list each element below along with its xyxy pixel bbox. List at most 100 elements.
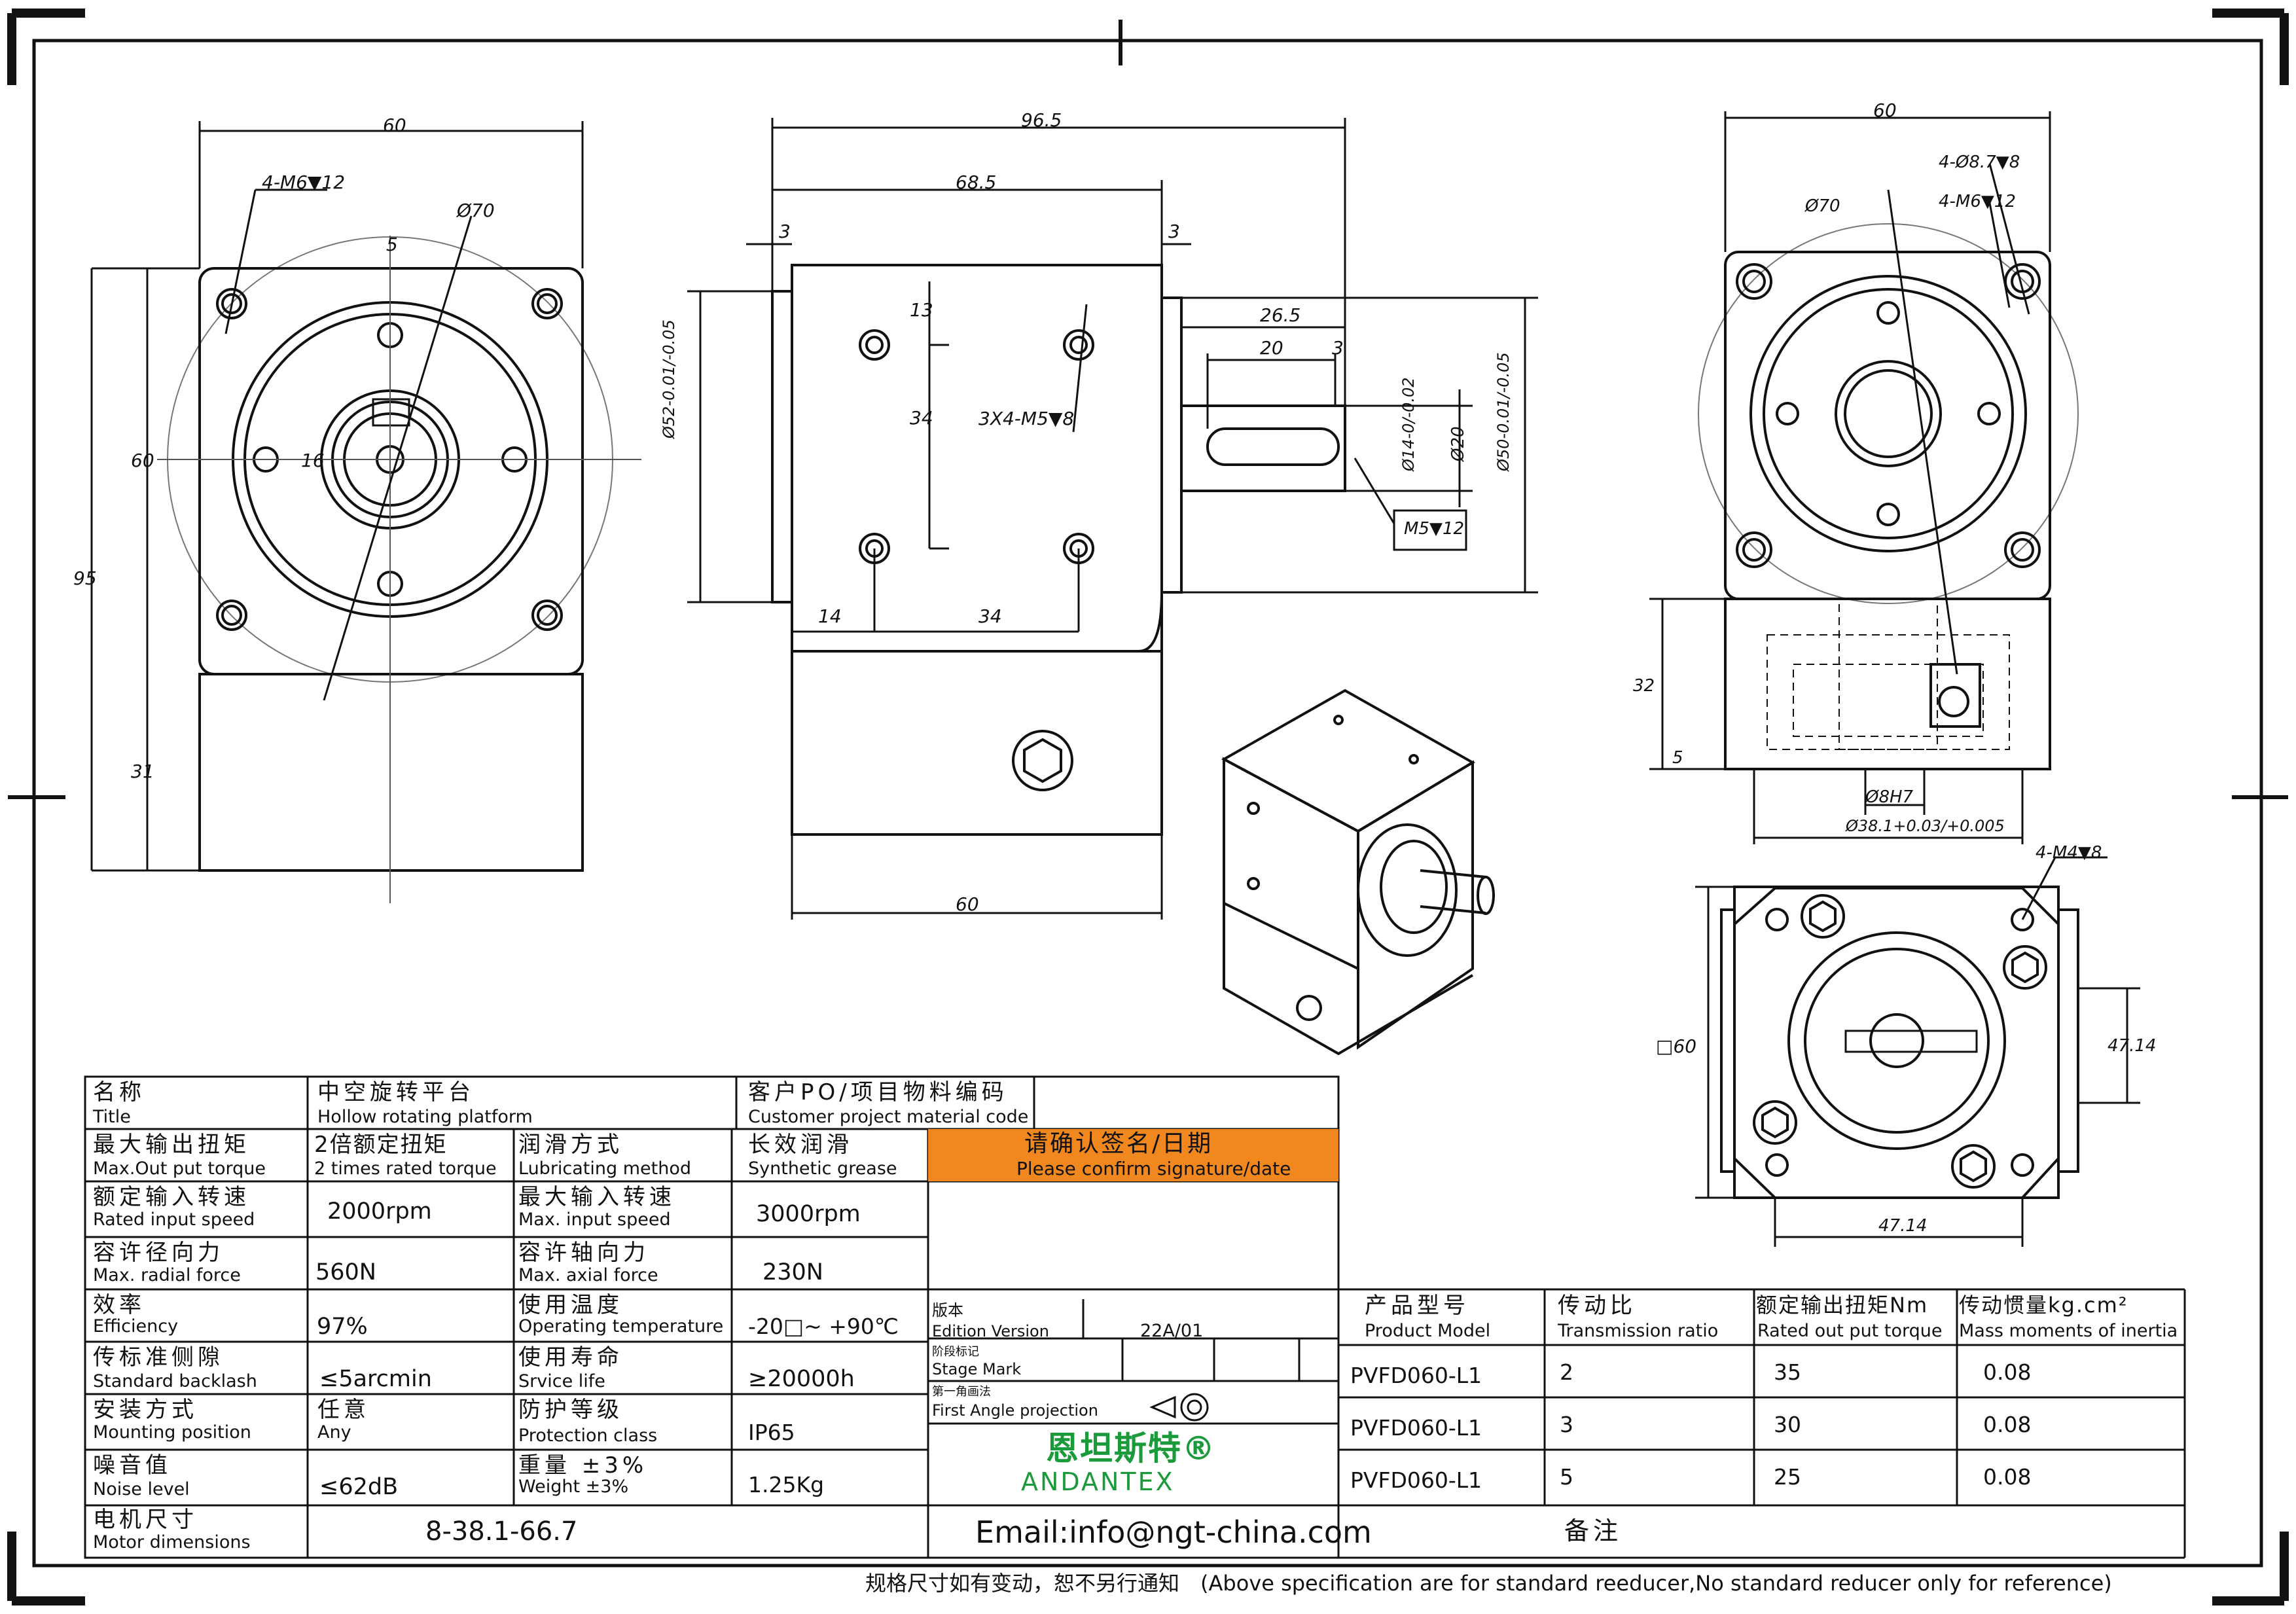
model-cell: PVFD060-L1 <box>1350 1467 1482 1493</box>
dim-side-pilot-dia: Ø52-0.01/-0.05 <box>660 319 678 439</box>
right-view <box>1649 111 2079 844</box>
spec-value: -20□~ +90℃ <box>748 1314 899 1339</box>
spec-label-en: Max. input speed <box>518 1210 671 1230</box>
stage-label-cn: 阶段标记 <box>932 1345 979 1359</box>
motor-label-en: Motor dimensions <box>93 1532 251 1552</box>
po-label-cn: 客户PO/项目物料编码 <box>748 1079 1008 1105</box>
ratio-cell: 2 <box>1560 1359 1573 1385</box>
spec-label-en: Efficiency <box>93 1316 179 1336</box>
spec-value: ≥20000h <box>748 1366 855 1392</box>
dim-front-slot: 5 <box>386 234 398 255</box>
spec-label-cn: 传标准侧隙 <box>93 1344 224 1371</box>
contact-email: Email:info@ngt-china.com <box>975 1515 1372 1550</box>
spec-label-en: Standard backlash <box>93 1371 257 1391</box>
dim-front-width: 60 <box>383 115 406 136</box>
dim-side-shaft-d20: Ø20 <box>1448 426 1468 461</box>
spec-label-cn: 最大输出扭矩 <box>93 1132 250 1158</box>
spec-value: 2000rpm <box>327 1198 432 1225</box>
dim-side-pilot-right: 3 <box>1168 221 1180 242</box>
dim-right-bore: Ø8H7 <box>1865 787 1914 807</box>
dim-side-offset-h1: 14 <box>818 605 842 627</box>
spec-label-en: Srvice life <box>518 1371 605 1391</box>
ratio-cell: 3 <box>1560 1412 1573 1437</box>
spec-label-cn: 额定输入转速 <box>93 1184 250 1210</box>
footer-note: 规格尺寸如有变动，恕不另行通知 (Above specification are… <box>865 1571 2112 1596</box>
spec-label-cn: 噪音值 <box>93 1452 171 1479</box>
dim-front-holes: 4-M6▼12 <box>262 171 346 193</box>
torque-header-cn: 额定输出扭矩Nm <box>1756 1293 1929 1318</box>
bottom-view <box>1695 856 2140 1247</box>
dim-right-spigot: Ø38.1+0.03/+0.005 <box>1846 817 2005 835</box>
side-view <box>687 118 1538 920</box>
spec-label-en: Weight ±3% <box>518 1477 629 1497</box>
dim-bottom-holes: 4-M4▼8 <box>2036 843 2102 863</box>
spec-label-cn: 润滑方式 <box>518 1132 623 1158</box>
front-view <box>90 121 641 903</box>
company-logo-en: ANDANTEX <box>1021 1467 1175 1496</box>
spec-value: 560N <box>315 1259 376 1285</box>
model-cell: PVFD060-L1 <box>1350 1363 1482 1388</box>
spec-label-cn: 效率 <box>93 1292 145 1318</box>
spec-value-cn: 长效润滑 <box>748 1132 853 1158</box>
spec-value-cn: 2倍额定扭矩 <box>314 1132 448 1158</box>
projection-label-cn: 第一角画法 <box>932 1385 991 1399</box>
spec-label-cn: 容许径向力 <box>93 1240 224 1266</box>
dim-right-height: 32 <box>1633 676 1655 696</box>
edition-label-en: Edition Version <box>932 1322 1049 1340</box>
dim-side-thread: M5▼12 <box>1404 519 1465 539</box>
spec-value: 230N <box>762 1259 823 1285</box>
title-label-en: Title <box>93 1107 131 1127</box>
torque-header-en: Rated out put torque <box>1757 1321 1943 1341</box>
dim-side-key-end: 3 <box>1332 337 1344 359</box>
dim-right-width: 60 <box>1873 99 1897 121</box>
remark-label: 备注 <box>1564 1516 1623 1545</box>
product-name-en: Hollow rotating platform <box>317 1107 533 1127</box>
dim-side-pilot-dia2: Ø50-0.01/-0.05 <box>1494 352 1513 471</box>
po-label-en: Customer project material code <box>748 1107 1029 1127</box>
spec-label-en: Protection class <box>518 1426 658 1446</box>
company-logo-cn: 恩坦斯特® <box>1046 1429 1216 1467</box>
stage-label-en: Stage Mark <box>932 1360 1022 1378</box>
confirm-title-cn: 请确认签名/日期 <box>1024 1130 1213 1157</box>
model-header-en: Product Model <box>1365 1321 1491 1341</box>
spec-value: 3000rpm <box>756 1201 861 1227</box>
spec-value-en: Synthetic grease <box>748 1158 897 1179</box>
spec-label-cn: 最大输入转速 <box>518 1184 675 1210</box>
dim-right-holes-a: 4-Ø8.7▼8 <box>1939 152 2020 172</box>
dim-side-base-len: 60 <box>956 893 979 915</box>
inertia-header-cn: 传动惯量kg.cm² <box>1959 1293 2128 1318</box>
dim-right-holes-b: 4-M6▼12 <box>1939 192 2016 211</box>
dim-side-pilot-left: 3 <box>779 221 791 242</box>
edition-label-cn: 版本 <box>932 1301 963 1319</box>
spec-label-en: Noise level <box>93 1479 190 1499</box>
spec-label-en: Rated input speed <box>93 1210 255 1230</box>
spec-label-cn: 使用温度 <box>518 1292 623 1318</box>
dim-front-bolt-circle: Ø70 <box>457 200 495 221</box>
title-label-cn: 名称 <box>93 1079 145 1105</box>
spec-value-en: 2 times rated torque <box>314 1158 497 1179</box>
spec-label-en: Mounting position <box>93 1422 251 1443</box>
motor-dimensions-value: 8-38.1-66.7 <box>425 1516 578 1547</box>
inertia-header-en: Mass moments of inertia <box>1959 1321 2178 1341</box>
spec-table-grid <box>84 1075 2186 1559</box>
projection-label-en: First Angle projection <box>932 1401 1098 1420</box>
spec-value: 1.25Kg <box>748 1472 825 1497</box>
spec-value: IP65 <box>748 1420 795 1445</box>
product-name-cn: 中空旋转平台 <box>317 1079 475 1105</box>
corner-marks <box>7 9 2289 1605</box>
spec-label-en: Lubricating method <box>518 1158 692 1179</box>
spec-value-cn: 任意 <box>317 1397 370 1423</box>
dim-front-bore: 16 <box>301 450 325 471</box>
dim-side-shaft-len: 26.5 <box>1260 304 1301 326</box>
spec-value: 97% <box>317 1314 368 1340</box>
inertia-cell: 0.08 <box>1983 1464 2032 1490</box>
motor-label-cn: 电机尺寸 <box>93 1507 198 1533</box>
inertia-cell: 0.08 <box>1983 1412 2032 1437</box>
spec-value-en: Any <box>317 1422 351 1443</box>
dim-side-spacing-v: 13 <box>910 299 933 321</box>
dim-side-total: 96.5 <box>1021 109 1062 131</box>
drawing-border <box>32 39 2263 1568</box>
confirm-title-en: Please confirm signature/date <box>1016 1158 1291 1179</box>
dim-side-body: 68.5 <box>956 171 997 193</box>
